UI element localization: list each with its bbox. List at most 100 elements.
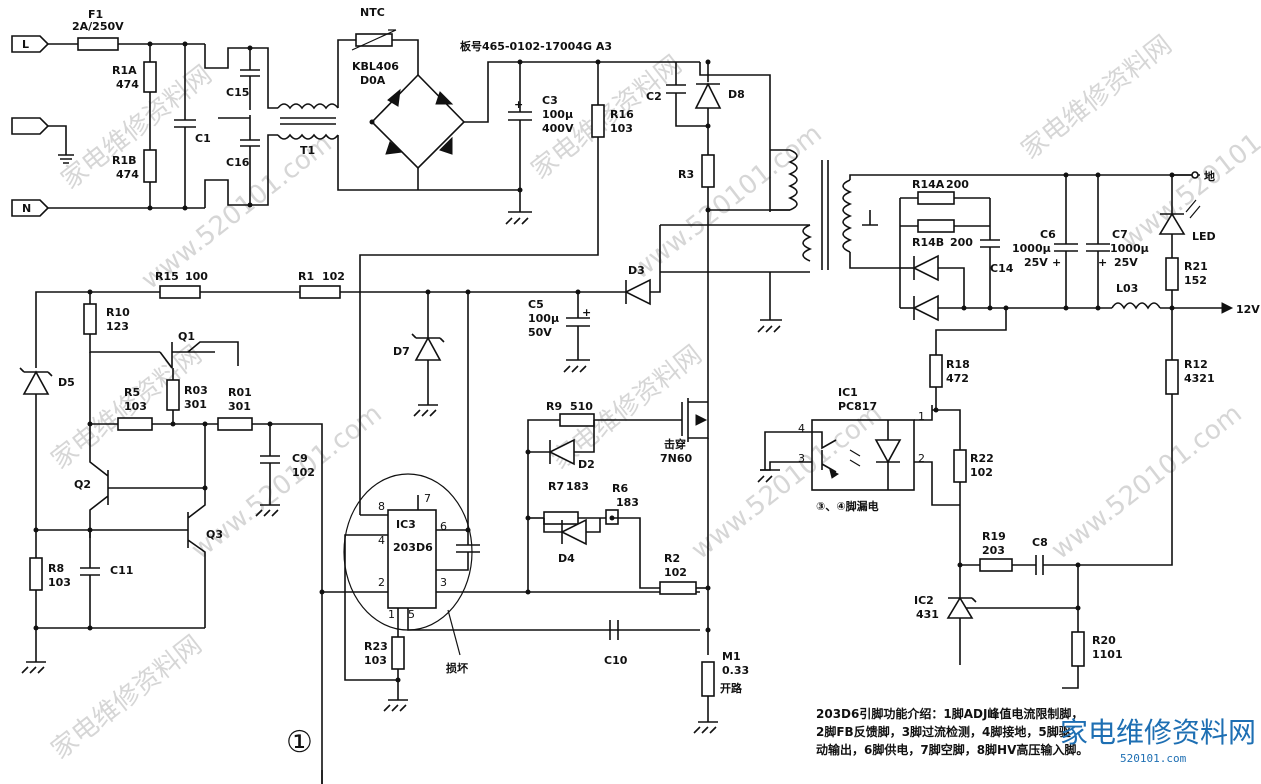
svg-text:472: 472 <box>946 372 969 385</box>
led-indicator: LED <box>1158 175 1216 258</box>
svg-text:152: 152 <box>1184 274 1207 287</box>
resistor-r15: R15 100 <box>155 270 208 299</box>
svg-text:Q3: Q3 <box>206 528 223 541</box>
svg-text:PC817: PC817 <box>838 400 877 413</box>
terminal-n: N <box>11 199 50 217</box>
svg-text:203D6: 203D6 <box>393 541 433 554</box>
svg-text:100μ: 100μ <box>528 312 559 325</box>
svg-text:R8: R8 <box>48 562 64 575</box>
fuse-f1: F1 2A/250V <box>48 8 205 51</box>
svg-text:R1B: R1B <box>112 154 137 167</box>
svg-text:地: 地 <box>1204 169 1215 183</box>
svg-text:474: 474 <box>116 168 139 181</box>
svg-text:7N60: 7N60 <box>660 452 693 465</box>
svg-text:D0A: D0A <box>360 74 386 87</box>
capacitor-c10: C10 <box>604 620 628 667</box>
resistor-m1: M1 0.33 开路 <box>693 650 749 734</box>
svg-text:R21: R21 <box>1184 260 1208 273</box>
svg-text:击穿: 击穿 <box>664 437 686 451</box>
svg-text:123: 123 <box>106 320 129 333</box>
svg-text:L03: L03 <box>1116 282 1138 295</box>
capacitor-c16: C16 <box>226 115 260 205</box>
svg-text:1: 1 <box>918 410 925 423</box>
resistor-r20: R20 1101 <box>1062 565 1123 689</box>
svg-text:203D6引脚功能介绍：1脚ADJ峰值电流限制脚，: 203D6引脚功能介绍：1脚ADJ峰值电流限制脚， <box>816 706 1083 721</box>
svg-text:NTC: NTC <box>360 6 385 19</box>
resistor-r10: R10 123 <box>83 292 160 353</box>
svg-text:+: + <box>1052 256 1061 269</box>
resistor-r18: R18 472 <box>929 308 1007 410</box>
svg-text:4: 4 <box>798 422 805 435</box>
svg-text:R19: R19 <box>982 530 1006 543</box>
svg-text:R14B: R14B <box>912 236 944 249</box>
svg-text:R1: R1 <box>298 270 314 283</box>
svg-text:8: 8 <box>378 500 385 513</box>
capacitor-c5: + C5 100μ 50V <box>528 292 591 373</box>
terminal-earth <box>11 117 74 164</box>
svg-text:③、④脚漏电: ③、④脚漏电 <box>816 499 879 513</box>
svg-text:R2: R2 <box>664 552 680 565</box>
svg-text:203: 203 <box>982 544 1005 557</box>
svg-text:2脚FB反馈脚，3脚过流检测，4脚接地，5脚驱: 2脚FB反馈脚，3脚过流检测，4脚接地，5脚驱 <box>816 724 1071 739</box>
svg-text:400V: 400V <box>542 122 574 135</box>
transistor-q3: Q3 <box>90 488 223 628</box>
resistor-r8: R8 103 <box>29 557 71 591</box>
svg-text:C15: C15 <box>226 86 249 99</box>
diode-secondary-2 <box>900 294 1112 322</box>
terminal-l: L <box>11 35 50 53</box>
svg-text:102: 102 <box>970 466 993 479</box>
svg-text:103: 103 <box>124 400 147 413</box>
resistor-r12: R12 4321 <box>1078 308 1215 566</box>
circle-one-annotation: ① <box>286 725 313 760</box>
svg-text:C11: C11 <box>110 564 133 577</box>
svg-text:R18: R18 <box>946 358 970 371</box>
svg-text:2A/250V: 2A/250V <box>72 20 124 33</box>
svg-text:510: 510 <box>570 400 593 413</box>
watermark-text: 家电维修资料网 <box>1016 30 1178 166</box>
svg-text:4: 4 <box>378 534 385 547</box>
svg-text:103: 103 <box>610 122 633 135</box>
svg-text:F1: F1 <box>88 8 103 21</box>
svg-text:183: 183 <box>616 496 639 509</box>
svg-text:KBL406: KBL406 <box>352 60 399 73</box>
svg-text:D7: D7 <box>393 345 410 358</box>
ground-terminal: 地 <box>1172 169 1215 183</box>
svg-text:LED: LED <box>1192 230 1216 243</box>
capacitor-c11: C11 <box>80 530 133 628</box>
capacitor-c2: C2 <box>646 62 708 127</box>
transformer-main <box>660 149 1200 333</box>
ic3-controller: IC3 203D6 8 7 4 2 3 6 5 1 <box>322 473 700 681</box>
svg-text:动输出，6脚供电，7脚空脚，8脚HV高压输入脚。: 动输出，6脚供电，7脚空脚，8脚HV高压输入脚。 <box>816 742 1088 757</box>
site-logo: 家电维修资料网 520101.com <box>1060 716 1256 765</box>
svg-text:开路: 开路 <box>720 681 743 695</box>
watermark-text: www.520101.com <box>626 119 828 286</box>
diode-secondary-1 <box>900 254 965 308</box>
capacitor-c3: + C3 100μ 400V <box>508 62 574 190</box>
svg-text:1101: 1101 <box>1092 648 1123 661</box>
zener-d7: D7 <box>393 292 445 417</box>
svg-text:0.33: 0.33 <box>722 664 749 677</box>
resistor-r9: R9 510 <box>527 400 682 592</box>
svg-text:M1: M1 <box>722 650 741 663</box>
resistor-r7: R7 183 <box>528 480 610 525</box>
pin-function-note: 203D6引脚功能介绍：1脚ADJ峰值电流限制脚， 2脚FB反馈脚，3脚过流检测… <box>816 706 1088 757</box>
svg-text:2: 2 <box>378 576 385 589</box>
svg-text:IC2: IC2 <box>914 594 934 607</box>
resistor-r6: R6 183 <box>605 482 660 589</box>
svg-text:C14: C14 <box>990 262 1014 275</box>
svg-text:25V: 25V <box>1024 256 1048 269</box>
bridge-rectifier: KBL406 D0A <box>352 60 466 170</box>
diode-d2: D2 <box>528 420 595 471</box>
resistor-r1b: R1B 474 <box>112 149 157 208</box>
resistor-r03: R03 301 <box>166 368 208 424</box>
resistor-r22: R22 102 <box>953 449 994 565</box>
svg-text:+: + <box>514 98 523 111</box>
ic2-tl431: IC2 431 <box>914 565 1078 665</box>
resistor-r23: R23 103 <box>364 636 408 712</box>
board-label: 板号465-0102-17004G A3 <box>460 39 612 53</box>
svg-text:D4: D4 <box>558 552 575 565</box>
watermark-text: 家电维修资料网 <box>46 630 208 766</box>
svg-text:T1: T1 <box>300 144 315 157</box>
svg-text:N: N <box>22 202 31 215</box>
